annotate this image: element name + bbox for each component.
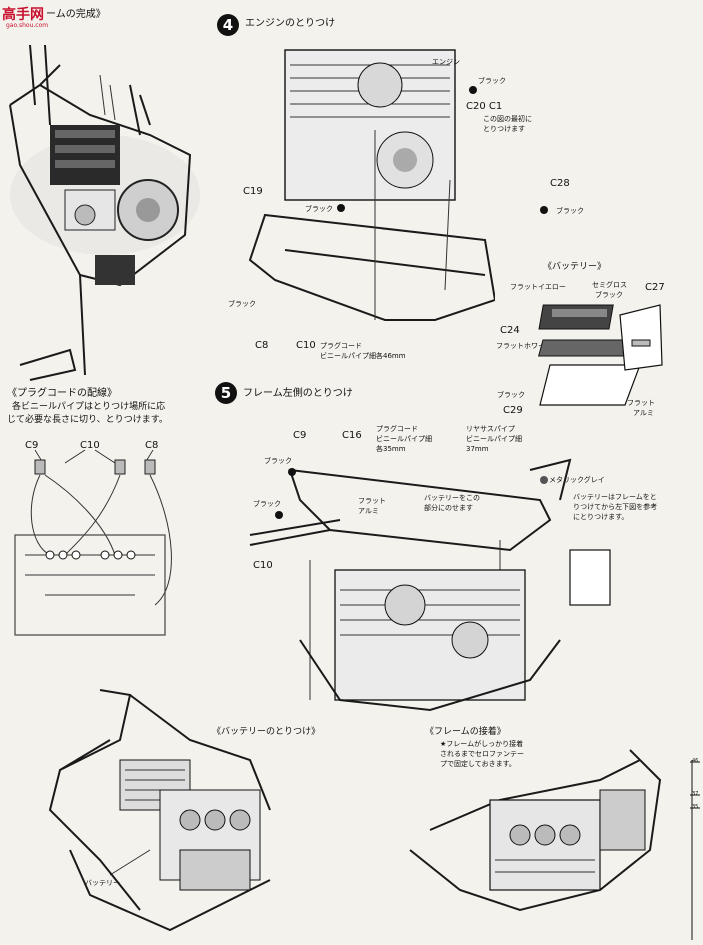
label-flat-alumi-2: アルミ <box>633 409 654 417</box>
label-step5-flat-alumi-2: アルミ <box>358 507 379 515</box>
label-black-1: ブラック <box>478 77 506 85</box>
label-flat-white: フラットホワイト <box>496 342 552 350</box>
label-metallic-grey: メタリックグレイ <box>549 476 605 484</box>
frame-join-note-1: ★フレームがしっかり接着 <box>440 740 524 748</box>
plug-cord-diagram <box>14 449 172 636</box>
label-black-3: ブラック <box>305 205 333 213</box>
paint-dot-step5-black-2 <box>275 511 283 519</box>
label-c27: C27 <box>645 282 665 293</box>
label-c24: C24 <box>500 325 520 336</box>
battery-parts-illustration <box>538 304 663 406</box>
label-c9-plug: C9 <box>25 440 39 451</box>
battery-install-title: 《バッテリーのとりつけ》 <box>212 727 321 737</box>
label-c10: C10 <box>296 340 316 351</box>
step4-plugcord-1: プラグコード <box>320 342 362 350</box>
step5-riser-2: ビニールパイプ細 <box>466 435 522 443</box>
label-c28: C28 <box>550 178 570 189</box>
label-semigloss-1: セミグロス <box>592 281 627 289</box>
frame-join-illustration <box>409 749 662 912</box>
step5-riser-1: リヤサスパイプ <box>466 425 515 433</box>
ruler-mark-46: 46 <box>692 758 699 764</box>
measurement-ruler <box>690 760 700 940</box>
label-c20-c1: C20 C1 <box>466 101 503 112</box>
label-flat-alumi-1: フラット <box>627 399 655 407</box>
step-5-badge: 5 <box>215 382 237 404</box>
step5-battery-note-2: 部分にのせます <box>424 504 473 512</box>
step-5-title: フレーム左側のとりつけ <box>243 388 353 399</box>
paint-dot-step5-black-1 <box>288 468 296 476</box>
label-step5-black-2: ブラック <box>253 500 281 508</box>
frame-left-install-illustration <box>249 458 611 712</box>
label-flat-yellow: フラットイエロー <box>510 283 566 291</box>
label-black-4: ブラック <box>228 300 256 308</box>
plug-cord-title: 《プラグコードの配線》 <box>7 388 117 399</box>
paint-dot-black-2 <box>540 206 548 214</box>
ruler-mark-37: 37 <box>692 791 699 797</box>
plug-cord-desc-1: 各ビニールパイプはとりつけ場所に応 <box>12 402 166 412</box>
engine-install-illustration <box>248 49 495 321</box>
label-c8-plug: C8 <box>145 440 159 451</box>
frame-complete-illustration <box>9 44 200 381</box>
label-step5-black-1: ブラック <box>264 457 292 465</box>
label-black-2: ブラック <box>556 207 584 215</box>
label-c10-plug: C10 <box>80 440 100 451</box>
step5-frame-note-1: バッテリーはフレームをと <box>573 493 657 501</box>
step5-plugcord-3: 各35mm <box>376 445 406 453</box>
label-c19: C19 <box>243 186 263 197</box>
step5-frame-note-2: りつけてから左下図を参考 <box>573 503 658 511</box>
step-4-badge: 4 <box>217 14 239 36</box>
label-c29: C29 <box>503 405 523 416</box>
step4-plugcord-2: ビニールパイプ細各46mm <box>320 352 406 360</box>
site-logo: 高手网 <box>2 7 44 23</box>
paint-dot-black-1 <box>469 86 477 94</box>
step-4-title: エンジンのとりつけ <box>245 18 336 29</box>
label-c16: C16 <box>342 430 362 441</box>
frame-join-note-3: プで固定しておきます。 <box>440 760 516 768</box>
step5-battery-note-1: バッテリーをこの <box>424 494 480 502</box>
label-c9: C9 <box>293 430 307 441</box>
label-step5-c10: C10 <box>253 560 273 571</box>
label-step5-flat-alumi-1: フラット <box>358 497 386 505</box>
step4-note-1: この図の最初に <box>483 115 532 123</box>
site-url: gao.shou.com <box>6 22 49 29</box>
label-engine: エンジン <box>432 58 460 66</box>
step4-note-2: とりつけます <box>483 125 526 133</box>
frame-join-note-2: されるまでセロファンテー <box>440 750 524 758</box>
label-c8: C8 <box>255 340 269 351</box>
battery-label-bottom: バッテリー <box>85 879 120 887</box>
step5-riser-3: 37mm <box>466 445 489 453</box>
battery-title: 《バッテリー》 <box>543 262 607 272</box>
paint-dot-metallic-grey <box>540 476 548 484</box>
step5-plugcord-1: プラグコード <box>376 425 418 433</box>
plug-cord-desc-2: じて必要な長さに切り、とりつけます。 <box>7 415 168 425</box>
battery-install-illustration <box>48 689 271 932</box>
frame-join-title: 《フレームの接着》 <box>425 727 506 737</box>
paint-dot-black-3 <box>337 204 345 212</box>
label-battery-black: ブラック <box>497 391 525 399</box>
label-semigloss-2: ブラック <box>595 291 623 299</box>
step5-frame-note-3: にとりつけます。 <box>573 513 629 521</box>
step5-plugcord-2: ビニールパイプ細 <box>376 435 432 443</box>
ruler-mark-35: 35 <box>692 804 699 810</box>
frame-complete-caption: ームの完成》 <box>46 9 106 20</box>
